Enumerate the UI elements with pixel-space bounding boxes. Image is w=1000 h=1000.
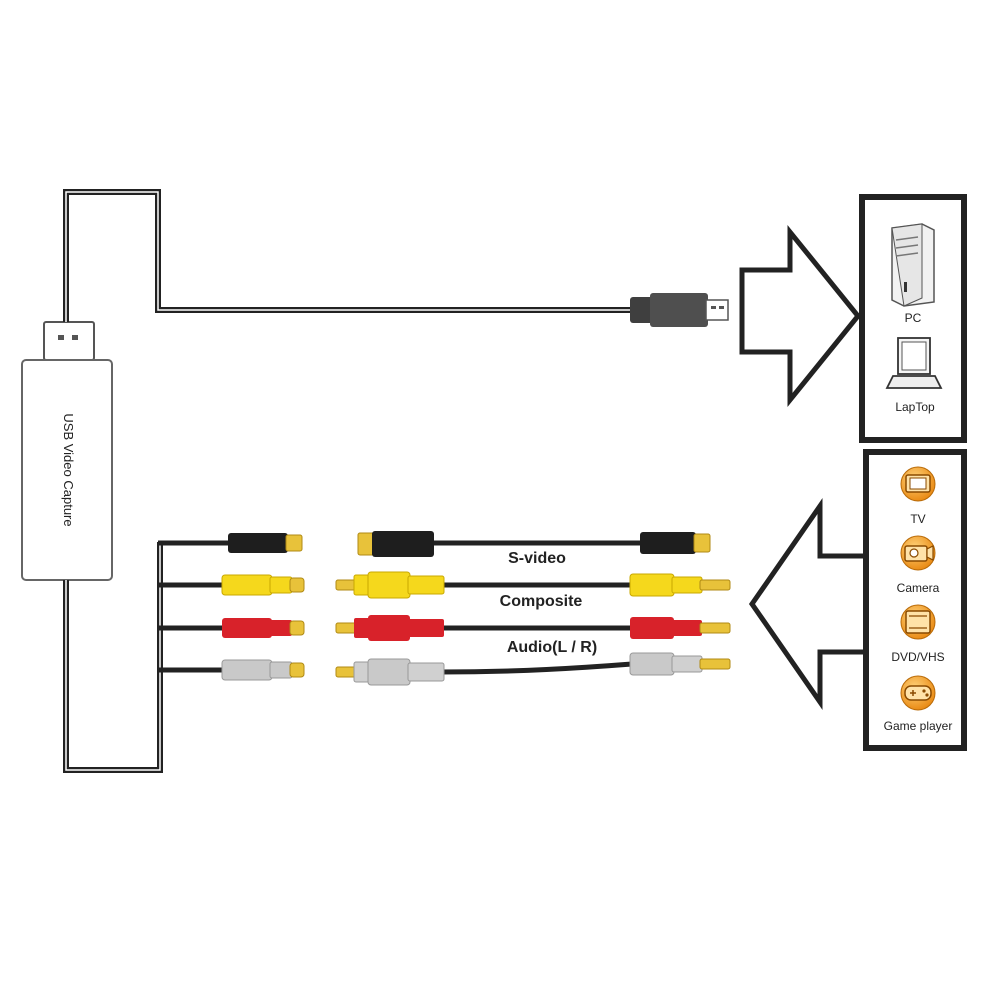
device-audio-right-plug	[222, 618, 305, 638]
svideo-cable	[357, 531, 711, 557]
laptop-label: LapTop	[895, 400, 935, 414]
audio-right-cable	[335, 615, 731, 641]
svideo-label: S-video	[508, 550, 566, 567]
dvd-icon	[900, 604, 936, 640]
pc-tower-icon	[891, 223, 935, 307]
camera-label: Camera	[897, 581, 940, 595]
pc-label: PC	[905, 311, 922, 325]
arrow-left-from-sources	[748, 498, 866, 710]
usb-capture-device: USB Video Capture	[21, 321, 113, 581]
usb-plug-icon	[43, 321, 95, 361]
camera-icon	[900, 535, 936, 571]
composite-label: Composite	[500, 593, 583, 610]
audio-left-cable	[335, 652, 731, 686]
device-svideo-plug	[228, 533, 303, 553]
device-audio-left-plug	[221, 659, 305, 681]
usb-connector-icon	[630, 293, 729, 327]
capture-device-label: USB Video Capture	[61, 413, 76, 526]
tv-icon	[900, 466, 936, 502]
tv-label: TV	[910, 512, 925, 526]
game-player-label: Game player	[884, 719, 953, 733]
gamepad-icon	[900, 675, 936, 711]
usb-cable	[63, 189, 632, 322]
audio-label: Audio(L / R)	[507, 639, 597, 656]
composite-cable	[335, 571, 731, 599]
laptop-icon	[885, 337, 943, 389]
arrow-right-to-computer	[739, 224, 862, 408]
device-composite-plug	[221, 574, 305, 596]
dvd-vhs-label: DVD/VHS	[891, 650, 944, 664]
splitter-branches	[158, 540, 232, 673]
